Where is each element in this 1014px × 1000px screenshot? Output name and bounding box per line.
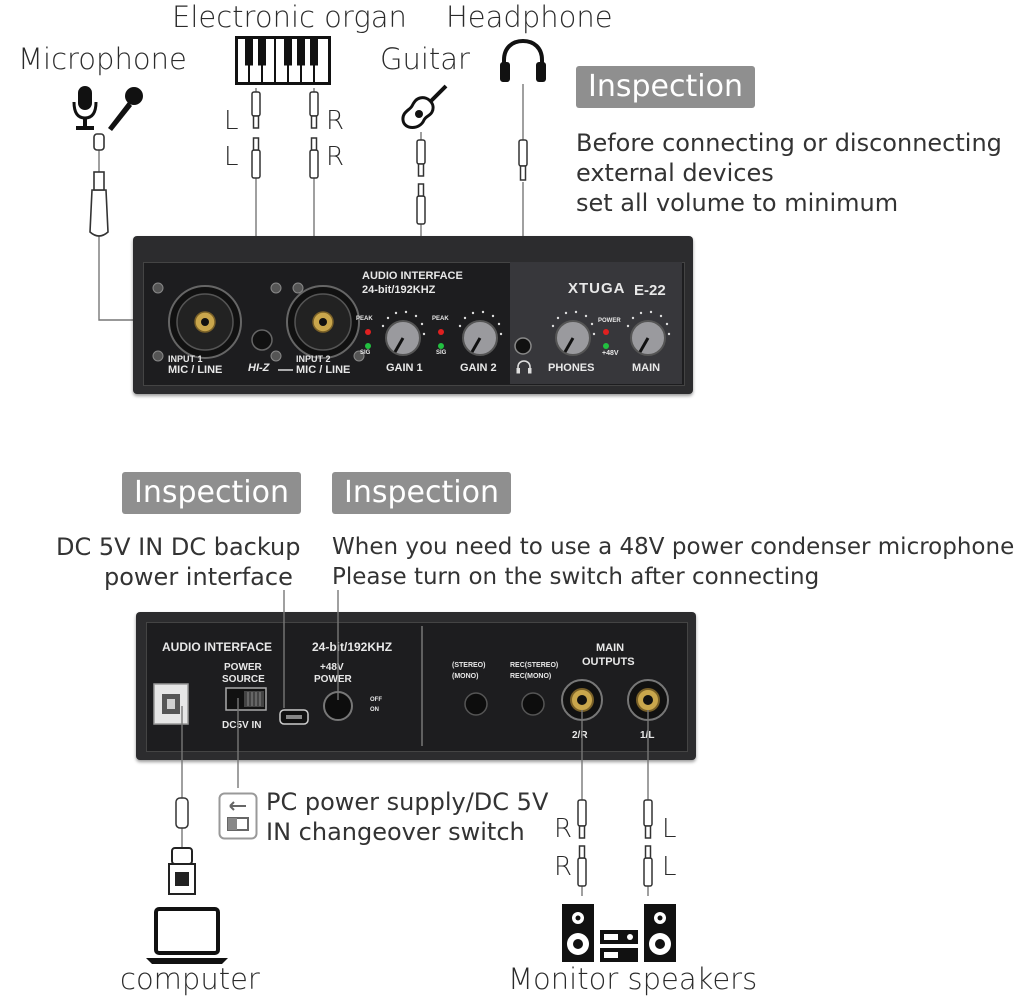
dc-backup-label-line2: power interface [104, 563, 293, 591]
phantom-power-line2: POWER [314, 674, 352, 685]
rear-title: AUDIO INTERFACE [162, 640, 273, 654]
mono-label: (MONO) [452, 673, 479, 680]
input1-label: INPUT 1 [168, 354, 203, 364]
phantom-led-label: +48V [602, 350, 619, 357]
organ-right-mark-2: R [326, 142, 345, 172]
input2-sub: MIC / LINE [296, 364, 351, 376]
phantom-note-line2: Please turn on the switch after connecti… [332, 564, 820, 590]
keyboard-icon [235, 36, 331, 85]
output-2r-label: 2/R [572, 730, 588, 741]
headphone-jack-icon [516, 360, 532, 374]
rear-spec: 24-bit/192KHZ [312, 640, 393, 654]
main-outputs-line1: MAIN [596, 642, 625, 654]
peak-label-1: PEAK [356, 316, 373, 322]
usb-plug-icon [168, 847, 196, 895]
peak-label-2: PEAK [432, 316, 449, 322]
computer-label: computer [120, 962, 260, 996]
phantom-note-line1: When you need to use a 48V power condens… [332, 534, 1014, 560]
output-right-mark-2: R [554, 852, 573, 882]
guitar-icon [401, 84, 448, 129]
rec-stereo-label: REC(STEREO) [510, 662, 559, 669]
top-inspection-line2: external devices [576, 159, 774, 187]
output-1l-label: 1/L [640, 730, 655, 741]
laptop-icon [146, 907, 228, 964]
power-source-line2: SOURCE [222, 674, 265, 685]
switch-label-line2: IN changeover switch [266, 818, 525, 846]
top-inspection-line1: Before connecting or disconnecting [576, 129, 1002, 157]
guitar-label: Guitar [380, 42, 470, 76]
phones-label: PHONES [548, 362, 595, 374]
organ-left-mark-1: L [224, 106, 239, 136]
output-left-mark-1: L [662, 814, 677, 844]
speakers-icon [562, 904, 676, 962]
off-label: OFF [370, 697, 382, 703]
bottom-right-inspection-badge: Inspection [332, 472, 511, 514]
on-label: ON [370, 707, 379, 713]
organ-right-mark-1: R [326, 106, 345, 136]
rec-mono-label: REC(MONO) [510, 673, 552, 680]
electronic-organ-label: Electronic organ [172, 0, 407, 34]
rear-panel-device [136, 612, 696, 760]
hiz-label: HI-Z [248, 362, 270, 374]
top-inspection-badge: Inspection [576, 66, 755, 108]
power-source-line1: POWER [224, 662, 262, 673]
phantom-power-line1: +48V [320, 662, 344, 673]
front-panel-controls [152, 282, 671, 371]
organ-left-mark-2: L [224, 142, 239, 172]
bottom-cables [175, 590, 653, 896]
sig-label-1: SIG [360, 350, 371, 356]
output-left-mark-2: L [662, 852, 677, 882]
stereo-label: (STEREO) [452, 662, 486, 669]
input1-sub: MIC / LINE [168, 364, 223, 376]
switch-label-line1: PC power supply/DC 5V [266, 788, 549, 816]
power-led-label: POWER [598, 318, 621, 324]
gain1-label: GAIN 1 [386, 362, 423, 374]
bottom-left-inspection-badge: Inspection [122, 472, 301, 514]
output-right-mark-1: R [554, 814, 573, 844]
main-outputs-line2: OUTPUTS [582, 656, 635, 668]
rear-panel-controls [153, 626, 669, 746]
dc5v-in-label: DC5V IN [222, 720, 262, 731]
front-title: AUDIO INTERFACE [362, 270, 463, 282]
brand-logo: XTUGA [568, 280, 626, 297]
sig-label-2: SIG [436, 350, 447, 356]
front-spec: 24-bit/192KHZ [362, 284, 436, 296]
monitor-speakers-label: Monitor speakers [508, 962, 758, 996]
microphone-icon [72, 86, 143, 131]
model-label: E-22 [634, 282, 666, 299]
switch-icon [218, 792, 258, 840]
main-label: MAIN [632, 362, 661, 374]
headphone-icon [500, 38, 546, 82]
dc-backup-label-line1: DC 5V IN DC backup [56, 533, 301, 561]
top-inspection-warning: set all volume to minimum [576, 189, 899, 217]
input2-label: INPUT 2 [296, 354, 331, 364]
microphone-label: Microphone [18, 42, 187, 76]
gain2-label: GAIN 2 [460, 362, 497, 374]
headphone-label: Headphone [446, 0, 613, 34]
